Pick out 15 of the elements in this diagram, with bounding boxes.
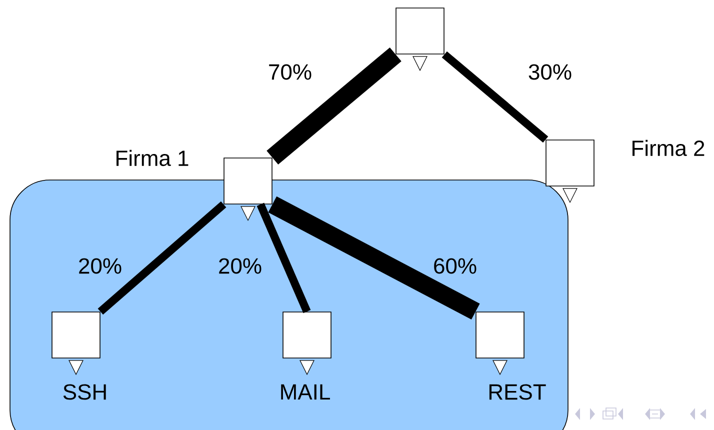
edge-label: 20% [219, 258, 262, 274]
connector-line [266, 48, 402, 164]
node-label: SSH [63, 384, 106, 400]
edge-label: 30% [528, 64, 572, 80]
connector-line [442, 51, 548, 143]
edge-label: 60% [434, 258, 476, 274]
connector-line [256, 202, 311, 314]
node-label: Firma 1 [116, 150, 188, 166]
edge-label: 70% [269, 64, 312, 80]
connector-line [98, 201, 226, 315]
connector-line [268, 196, 480, 320]
edge-label: 20% [79, 258, 122, 274]
node-label: REST [489, 384, 546, 400]
node-label: MAIL [281, 384, 330, 400]
node-label: Firma 2 [632, 140, 704, 156]
